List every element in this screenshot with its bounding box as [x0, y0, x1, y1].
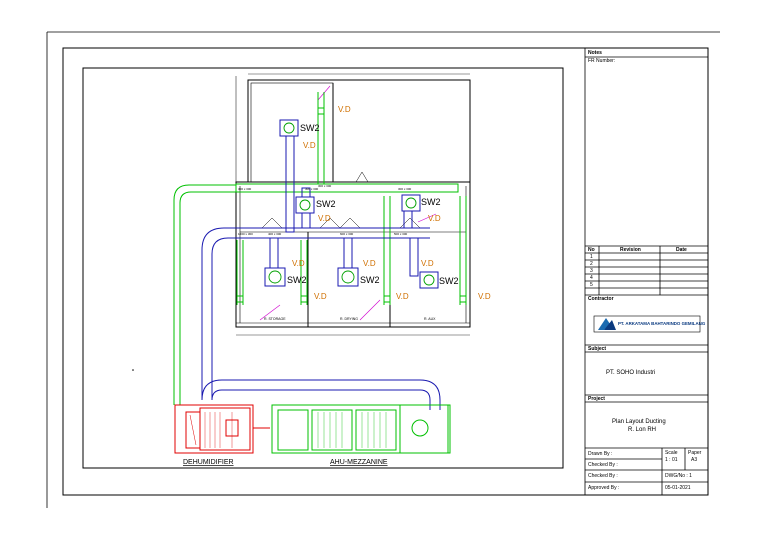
- sw2-label-5: SW2: [360, 275, 380, 285]
- duct-size-2: 300 x 300: [305, 187, 319, 191]
- duct-size-4: 1200 x 300: [238, 232, 253, 236]
- title-block-frame: [584, 47, 709, 496]
- vd-label-6: V.D: [363, 259, 376, 268]
- vd-label-8: V.D: [314, 292, 327, 301]
- notes-label: Notes: [588, 50, 602, 56]
- subject-label: Subject: [588, 346, 607, 352]
- sheet-border: [62, 47, 709, 496]
- date-value: 05-01-2021: [665, 485, 691, 491]
- company-logo: [593, 315, 701, 333]
- room-label-3: R. AUX: [424, 317, 436, 321]
- vd-label-5: V.D: [292, 259, 305, 268]
- room-label-1: R. STORAGE: [264, 317, 286, 321]
- duct-size-5: 400 x 300: [268, 232, 282, 236]
- scale-value: 1 : 01: [665, 457, 678, 463]
- scale-label: Scale: [665, 450, 678, 456]
- vd-label-10: V.D: [478, 292, 491, 301]
- dehumidifier-unit: [174, 404, 270, 454]
- vd-label-7: V.D: [421, 259, 434, 268]
- diffuser-3: [401, 194, 421, 212]
- dehumidifier-label: DEHUMIDIFIER: [183, 459, 234, 466]
- rev-row-5: 5: [590, 282, 593, 288]
- vd-label-9: V.D: [396, 292, 409, 301]
- approved-by: Approved By :: [588, 485, 620, 491]
- diffuser-4: [264, 267, 286, 287]
- paper-value: A3: [691, 457, 698, 463]
- sw2-label-2: SW2: [316, 199, 336, 209]
- diffuser-cores: [268, 122, 435, 286]
- vd-label-4: V.D: [428, 214, 441, 223]
- doors: [261, 171, 421, 229]
- project-label: Project: [588, 396, 605, 402]
- dwg-no: DWG/No : 1: [665, 473, 692, 479]
- diffuser-1: [279, 119, 299, 137]
- diffuser-2: [295, 196, 315, 214]
- sw2-label-4: SW2: [287, 275, 307, 285]
- vd-label-2: V.D: [303, 141, 316, 150]
- sw2-diffusers: [264, 119, 439, 289]
- sw2-label-1: SW2: [300, 123, 320, 133]
- contractor-label: Contractor: [588, 296, 614, 302]
- supply-duct: [201, 131, 441, 410]
- rev-row-2: 2: [590, 261, 593, 267]
- drawing-viewport: [82, 67, 564, 469]
- rev-row-1: 1: [590, 254, 593, 260]
- duct-size-3: 300 x 300: [398, 187, 412, 191]
- room-label-2: R. DRYING: [340, 317, 358, 321]
- flex-lines: [259, 85, 437, 321]
- diffuser-6: [419, 271, 439, 289]
- duct-size-7: 500 x 300: [394, 232, 408, 236]
- rev-header-revision: Revision: [620, 247, 641, 253]
- subject-value: PT. SOHO Industri: [606, 370, 656, 376]
- duct-size-1: 300 x 300: [238, 187, 252, 191]
- project-title-line1: Plan Layout Ducting: [612, 419, 666, 425]
- vd-label-3: V.D: [318, 214, 331, 223]
- checked-by-1: Checked By :: [588, 462, 618, 468]
- ahu-return-line: [173, 92, 467, 405]
- rev-row-4: 4: [590, 275, 593, 281]
- ahu-unit: [271, 404, 451, 454]
- company-name: PT. ARKATAMA BAHTARINDO GEMILANG: [618, 321, 706, 326]
- rev-header-no: No: [588, 247, 595, 253]
- fr-number-label: FR Number:: [588, 58, 616, 64]
- rev-row-3: 3: [590, 268, 593, 274]
- drawn-by: Drawn By :: [588, 451, 613, 457]
- stray-point: [132, 369, 134, 371]
- checked-by-2: Checked By :: [588, 473, 618, 479]
- project-title-line2: R. Lon RH: [628, 427, 657, 433]
- sw2-label-6: SW2: [439, 276, 459, 286]
- ahu-label: AHU-MEZZANINE: [330, 459, 388, 466]
- sw2-label-3: SW2: [421, 197, 441, 207]
- vd-label-1: V.D: [338, 105, 351, 114]
- rev-header-date: Date: [676, 247, 687, 253]
- duct-size-8: 300 x 300: [318, 184, 332, 188]
- paper-label: Paper: [688, 450, 702, 456]
- duct-size-6: 600 x 300: [340, 232, 354, 236]
- diffuser-5: [337, 267, 359, 287]
